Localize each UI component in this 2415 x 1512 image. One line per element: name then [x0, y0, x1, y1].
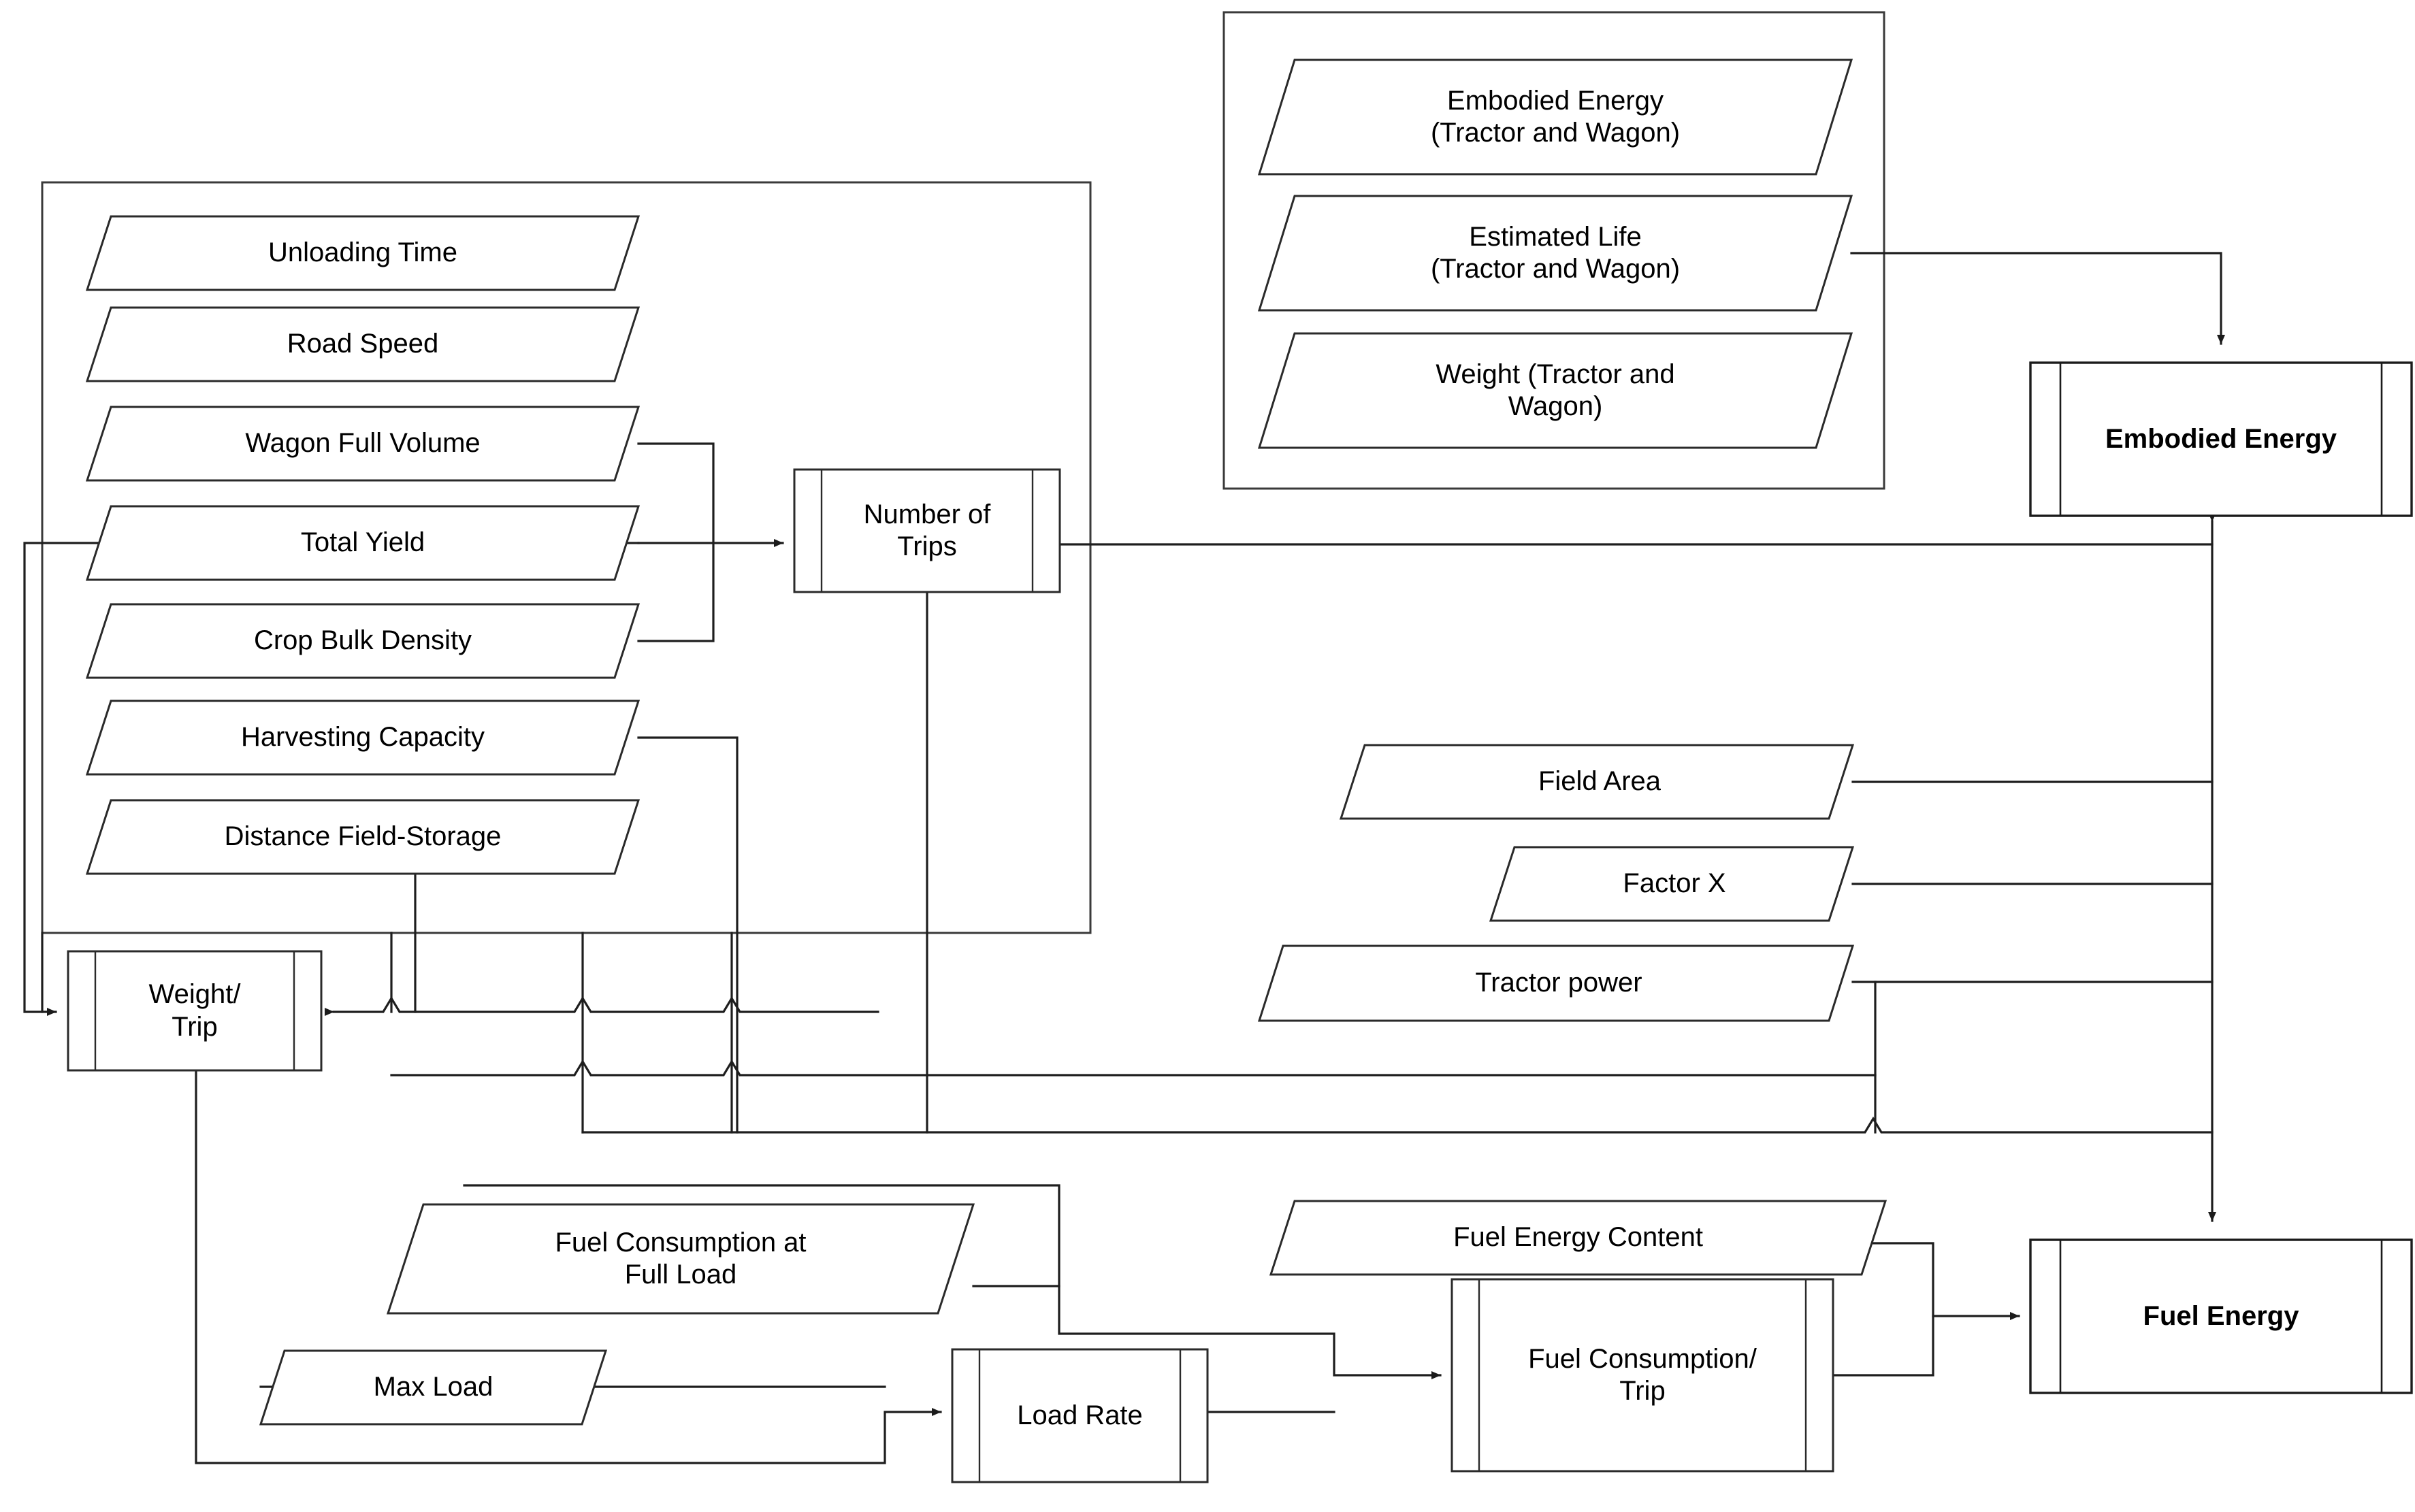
edge-fuel-energy-content-to-fuel-energy	[1855, 1242, 1934, 1317]
edge-fcfl-to-fc-trip	[463, 1184, 1060, 1287]
node-crop-bulk-density[interactable]	[85, 603, 641, 679]
node-tractor-power[interactable]	[1257, 944, 1855, 1022]
node-weight-tractor-wagon[interactable]	[1257, 332, 1853, 449]
embodied-inputs-group	[1222, 11, 1885, 490]
node-fuel-energy-output[interactable]	[2029, 1238, 2413, 1394]
node-embodied-energy-output[interactable]	[2029, 361, 2413, 517]
node-factor-x[interactable]	[1489, 846, 1855, 922]
edge-harvesting-capacity-down	[637, 736, 739, 1134]
node-estimated-life[interactable]	[1257, 195, 1853, 312]
node-number-of-trips[interactable]	[793, 468, 1061, 593]
node-unloading-time[interactable]	[85, 215, 641, 291]
edge-fcfl-down-to-fctrip	[1058, 1285, 1442, 1379]
edge-wagon-volume-to-trips	[637, 442, 715, 544]
node-load-rate[interactable]	[951, 1348, 1209, 1483]
node-distance-field-storage[interactable]	[85, 799, 641, 875]
transport-inputs-group	[41, 181, 1092, 934]
node-field-area[interactable]	[1339, 744, 1855, 820]
node-road-speed[interactable]	[85, 306, 641, 382]
edge-crop-density-to-trips	[637, 542, 715, 642]
node-wagon-full-volume[interactable]	[85, 406, 641, 482]
edge-lower-bus-1580	[390, 1059, 1877, 1077]
node-max-load[interactable]	[259, 1349, 608, 1426]
node-harvesting-capacity[interactable]	[85, 700, 641, 776]
edge-weight-trip-to-load-rate	[195, 1069, 942, 1464]
node-total-yield[interactable]	[85, 505, 641, 581]
node-fuel-energy-content[interactable]	[1269, 1200, 1887, 1276]
edge-fc-trip-to-fuel-energy	[1832, 1312, 2020, 1377]
edge-lower-bus-1664	[581, 1116, 2214, 1134]
node-weight-trip[interactable]	[67, 950, 323, 1072]
node-fuel-consumption-full-load[interactable]	[386, 1203, 975, 1315]
node-embodied-energy-input[interactable]	[1257, 59, 1853, 176]
edge-estimated-life-to-embodied	[1850, 252, 2225, 345]
node-fuel-consumption-trip[interactable]	[1450, 1278, 1834, 1473]
